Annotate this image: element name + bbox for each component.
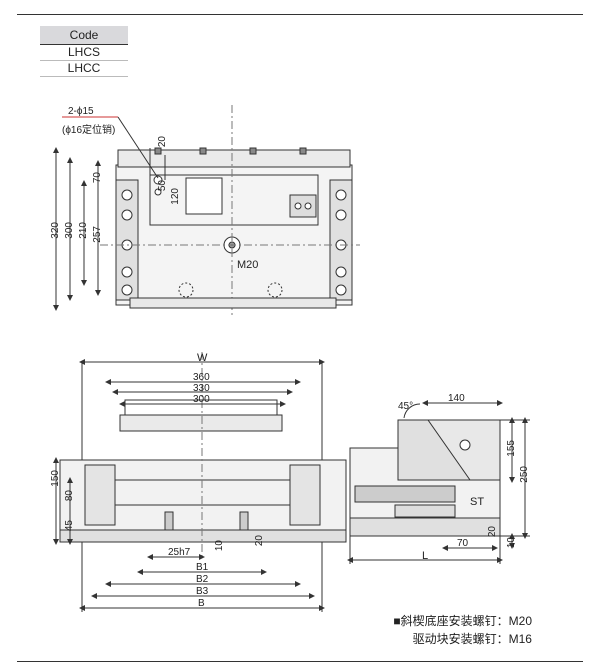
dim-120: 120 [170,188,181,205]
dim-side-70: 70 [457,538,469,549]
angle-45: 45° [398,401,414,412]
st-label: ST [470,496,485,508]
dim-side-20: 20 [487,526,498,538]
dim-45: 45 [64,520,75,532]
code-table-header: Code [40,26,128,45]
pin-note-detail: (ϕ16定位销) [62,125,116,136]
dim-150: 150 [50,470,61,487]
dim-20: 20 [157,136,168,148]
side-view [347,400,530,564]
dim-25h7: 25h7 [168,547,191,558]
dim-140: 140 [448,393,465,404]
dim-front-10: 10 [214,540,225,552]
dim-360: 360 [193,372,210,383]
dim-b2: B2 [196,574,209,585]
pin-note: 2-ϕ15 [68,106,94,117]
top-view [53,105,360,315]
dim-330: 330 [193,383,210,394]
dim-300: 300 [193,394,210,405]
bolt-m20-label: M20 [237,259,259,271]
dim-b: B [198,598,205,609]
front-view [53,352,347,612]
legend-line-1: ■斜楔底座安装螺钉：M20 [393,614,532,628]
dim-210: 210 [78,222,89,239]
dim-l: L [422,550,429,562]
dim-side-10: 10 [506,537,517,549]
dim-b1: B1 [196,562,209,573]
dim-front-20: 20 [254,535,265,547]
dim-70: 70 [92,172,103,184]
dim-b3: B3 [196,586,209,597]
dim-155: 155 [506,440,517,457]
code-row-lhcs: LHCS [40,45,128,61]
dim-80: 80 [64,490,75,502]
dim-250: 250 [519,466,530,483]
drawing-frame [17,14,583,662]
dim-320: 320 [50,222,61,239]
dim-w: W [197,352,208,364]
code-row-lhcc: LHCC [40,61,128,77]
dim-257: 257 [92,226,103,243]
legend-line-2: 驱动块安装螺钉：M16 [412,632,532,646]
code-table: Code LHCS LHCC [40,26,128,77]
dim-300: 300 [64,222,75,239]
dim-50: 50 [157,180,168,192]
